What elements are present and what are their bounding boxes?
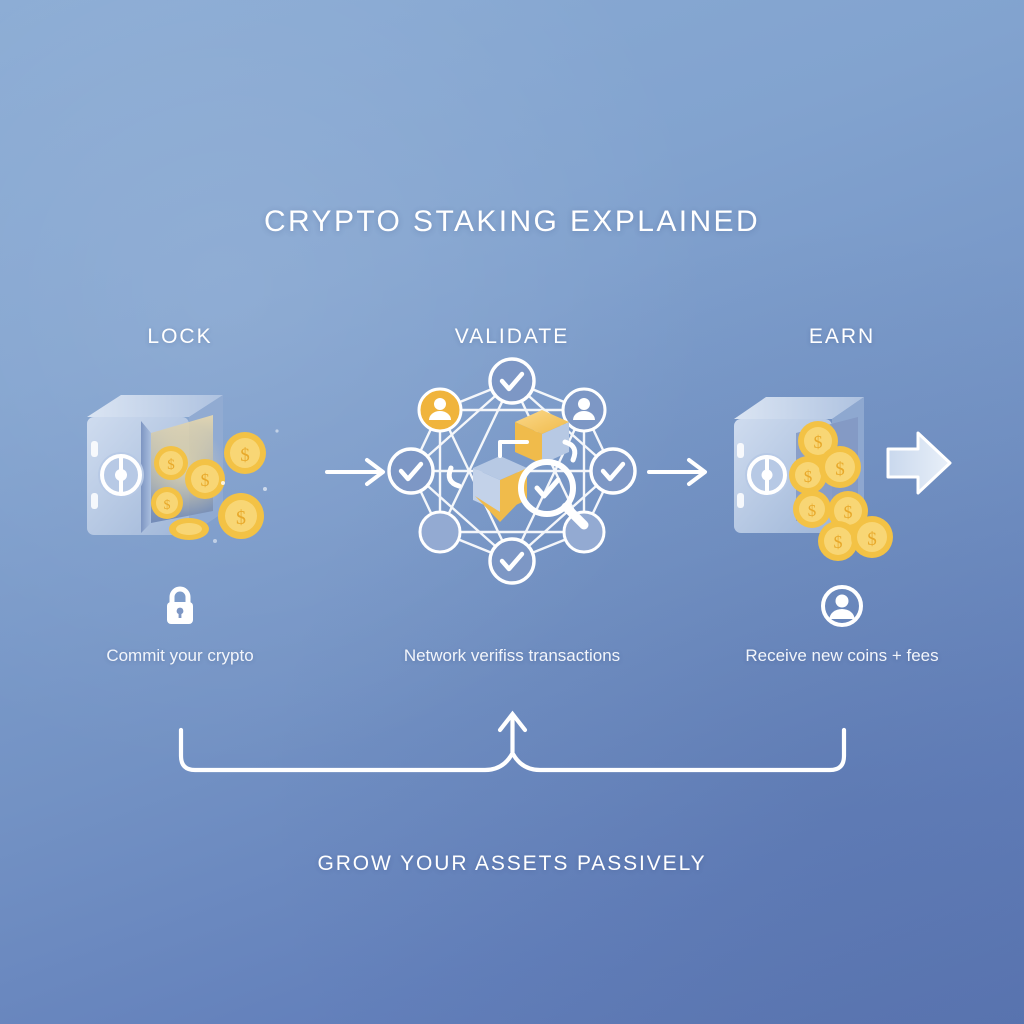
svg-text:$: $ [814, 432, 823, 452]
step-lock[interactable]: LOCK [30, 325, 330, 669]
footer-tagline: GROW YOUR ASSETS PASSIVELY [317, 852, 707, 875]
step-caption-lock: Commit your crypto [106, 646, 254, 665]
svg-text:$: $ [804, 467, 813, 486]
step-validate[interactable]: VALIDATE [362, 325, 662, 669]
step-caption-validate: Network verifiss transactions [403, 646, 621, 665]
svg-text:$: $ [164, 498, 171, 513]
svg-text:$: $ [808, 501, 817, 520]
svg-text:$: $ [167, 457, 175, 473]
padlock-icon [30, 579, 330, 633]
brace-with-up-arrow-icon [155, 700, 870, 795]
svg-text:$: $ [240, 445, 250, 466]
svg-text:$: $ [834, 532, 843, 552]
svg-text:$: $ [835, 459, 845, 480]
svg-text:$: $ [201, 470, 210, 490]
step-caption-earn: Receive new coins + fees [745, 646, 939, 665]
svg-text:$: $ [236, 507, 246, 529]
vault-overflowing-coins-icon: $ $ $ $ $ $ [692, 361, 992, 581]
open-vault-with-coins-icon: $ $ $ $ $ [30, 361, 330, 581]
steps-row: LOCK [0, 325, 1024, 705]
step-label-earn: EARN [808, 325, 876, 348]
network-octagon-icon [362, 357, 662, 585]
arrow-right-icon-validate-to-earn [645, 455, 715, 494]
page-title: CRYPTO STAKING EXPLAINED [263, 205, 761, 238]
arrow-right-icon-lock-to-validate [323, 455, 393, 494]
step-label-lock: LOCK [147, 325, 213, 348]
svg-text:$: $ [867, 529, 877, 550]
user-avatar-icon [692, 579, 992, 633]
svg-text:$: $ [844, 502, 853, 522]
step-earn[interactable]: EARN [692, 325, 992, 669]
step-label-validate: VALIDATE [454, 325, 570, 348]
